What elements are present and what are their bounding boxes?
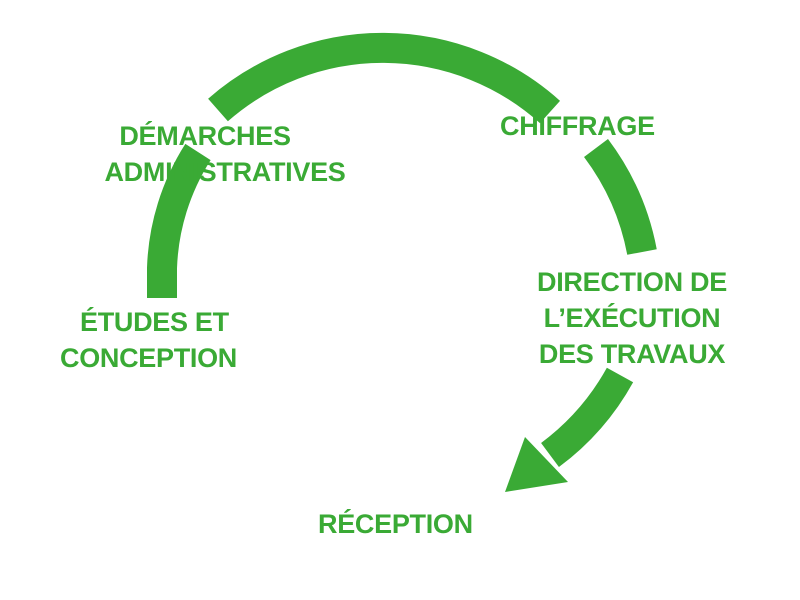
step-label-direction-execution-travaux: DIRECTION DE L’EXÉCUTION DES TRAVAUX (522, 264, 742, 372)
cycle-arrow-segment-bottom (540, 367, 634, 468)
step-label-line: CONCEPTION (60, 343, 238, 373)
cycle-arrow-segment-top (208, 32, 561, 124)
step-label-etudes-conception: ÉTUDES ET CONCEPTION (60, 304, 237, 376)
step-label-line: L’EXÉCUTION (543, 303, 721, 333)
step-label-line: CHIFFRAGE (500, 111, 655, 141)
step-label-line: ADMINISTRATIVES (104, 157, 346, 187)
cycle-arrow-segment-left (147, 143, 211, 298)
step-label-line: RÉCEPTION (318, 509, 473, 539)
cycle-arrow (147, 32, 657, 492)
step-label-line: ÉTUDES ET (80, 307, 229, 337)
step-label-line: DES TRAVAUX (538, 339, 726, 369)
step-label-demarches-administratives: DÉMARCHES ADMINISTRATIVES (92, 118, 358, 190)
step-label-reception: RÉCEPTION (318, 506, 473, 542)
cycle-arrow-segment-right (583, 138, 657, 256)
step-label-chiffrage: CHIFFRAGE (500, 108, 655, 144)
cycle-arrow-head (505, 437, 568, 492)
step-label-line: DIRECTION DE (537, 267, 727, 297)
step-label-line: DÉMARCHES (119, 121, 291, 151)
